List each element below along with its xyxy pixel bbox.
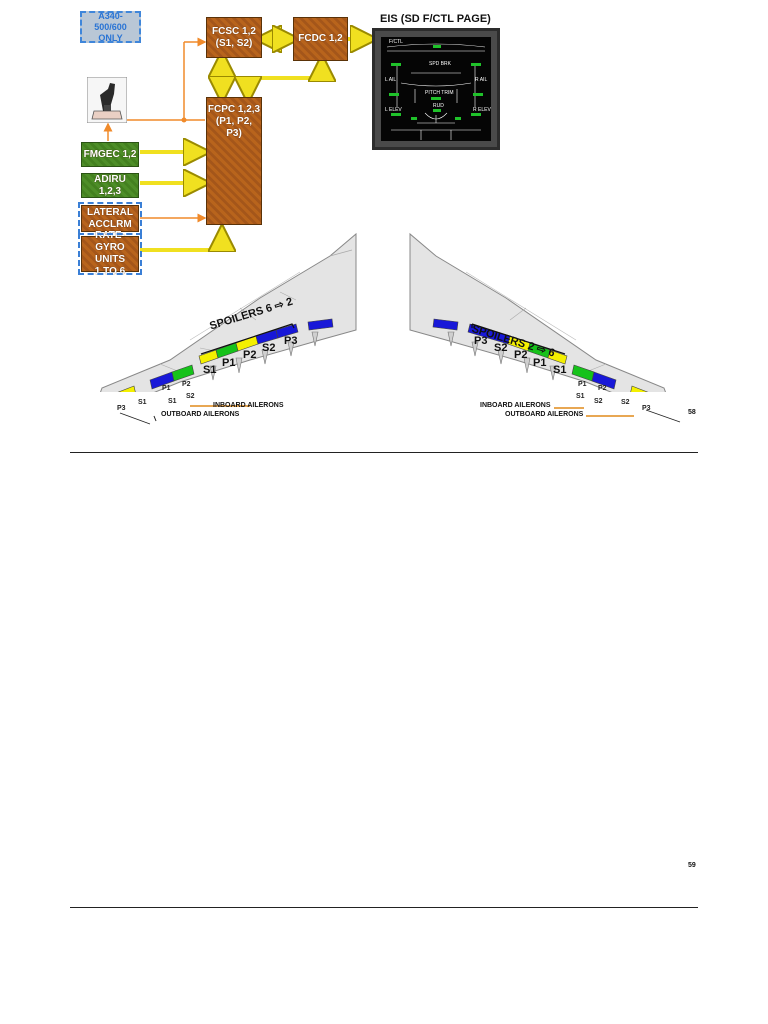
adiru-label: ADIRU 1,2,3 (94, 173, 126, 197)
sidestick-icon (87, 77, 127, 123)
right-inb-p1: P1 (578, 381, 587, 388)
left-ailerons (117, 364, 195, 392)
eis-rud: RUD (433, 103, 444, 109)
fmgec-label: FMGEC 1,2 (83, 148, 137, 160)
fmgec-computer: FMGEC 1,2 (81, 142, 139, 167)
page-divider-top (70, 452, 698, 453)
note-line1: A340-500/600 (94, 10, 127, 32)
eis-ail-right: R AIL (475, 77, 488, 83)
left-spoiler-p3-label: P3 (284, 335, 298, 347)
right-spoiler-p2-label: P2 (514, 349, 528, 361)
eis-elev-left: L ELEV (385, 107, 402, 113)
eis-screen: F/CTL SPD BRK PITCH TRIM RUD L AIL R AIL… (381, 37, 491, 141)
page-divider-bottom (70, 907, 698, 908)
left-outb-p3: P3 (117, 405, 126, 412)
left-aileron-leaders (119, 405, 250, 425)
left-outb-aileron-b (117, 385, 136, 392)
rate-gyro-units: RATE-GYRO UNITS 1 TO 6 (78, 230, 142, 277)
data-arrows (140, 39, 370, 252)
eis-spd-brk: SPD BRK (429, 61, 451, 67)
connector-lines (103, 0, 768, 252)
left-inboard-ailerons-label: INBOARD AILERONS (213, 402, 284, 409)
left-spoiler-p3 (275, 323, 299, 339)
rategyro-line3: 1 TO 6 (94, 266, 126, 277)
left-wing (100, 232, 357, 392)
right-inb-s2: S2 (594, 398, 603, 405)
adiru-computer: ADIRU 1,2,3 (81, 173, 139, 198)
left-outb-s1: S1 (138, 399, 147, 406)
left-inb-p2: P2 (182, 381, 191, 388)
right-outb-s2: S2 (621, 399, 630, 406)
left-inb-p1: P1 (162, 385, 171, 392)
fcdc-label: FCDC 1,2 (298, 33, 343, 44)
right-spoilers (432, 318, 568, 365)
lateral-label: LATERAL (87, 206, 133, 218)
eis-title: EIS (SD F/CTL PAGE) (380, 13, 491, 25)
eis-pitch-trim: PITCH TRIM (425, 90, 454, 96)
fcpc-label: FCPC 1,2,3 (207, 104, 261, 115)
left-spoiler-p2-label: P2 (243, 349, 257, 361)
right-ailerons (571, 364, 649, 392)
page-number-59: 59 (688, 862, 696, 869)
fcsc-sublabel: (S1, S2) (215, 37, 253, 49)
fcsc-label: FCSC 1,2 (212, 25, 256, 37)
right-aileron-leaders (554, 407, 681, 423)
eis-header: F/CTL (389, 39, 403, 45)
lateral-sublabel: ACCLRM (88, 218, 132, 230)
rategyro-line2: UNITS (95, 254, 125, 265)
fcsc-computer: FCSC 1,2 (S1, S2) (206, 17, 262, 58)
fcpc-computer: FCPC 1,2,3 (P1, P2, P3) (206, 97, 262, 225)
left-spoiler-outer (307, 318, 334, 331)
right-inb-p2: P2 (598, 385, 607, 392)
right-spoiler-p1-label: P1 (533, 357, 547, 369)
right-inb-aileron-b (591, 371, 617, 390)
right-inb-s1: S1 (576, 393, 585, 400)
left-spoiler-s1-label: S1 (203, 364, 217, 376)
right-inboard-ailerons-label: INBOARD AILERONS (480, 402, 551, 409)
left-spoiler-p1-label: P1 (222, 357, 236, 369)
right-outb-aileron-a (630, 385, 649, 392)
left-inb-s2: S2 (186, 393, 195, 400)
right-spoiler-outer (432, 318, 459, 331)
right-wing (409, 232, 666, 392)
aircraft-variant-note: A340-500/600 ONLY (80, 11, 141, 43)
right-spoiler-s1-label: S1 (553, 364, 567, 376)
right-spoiler-p3-label: P3 (474, 335, 488, 347)
right-spoiler-s2-label: S2 (494, 342, 508, 354)
right-spoiler-s1 (547, 349, 568, 365)
page-number-58: 58 (688, 409, 696, 416)
fcdc-computer: FCDC 1,2 (293, 17, 348, 61)
left-outboard-ailerons-label: OUTBOARD AILERONS (161, 411, 240, 418)
right-outboard-ailerons-label: OUTBOARD AILERONS (505, 411, 584, 418)
right-wing-planform (409, 232, 666, 392)
left-wing-planform (100, 232, 357, 392)
eis-display: F/CTL SPD BRK PITCH TRIM RUD L AIL R AIL… (372, 28, 500, 150)
lateral-accelerometer: LATERAL ACCLRM (78, 202, 142, 235)
rategyro-label: RATE-GYRO (95, 230, 125, 253)
right-outb-p3: P3 (642, 405, 651, 412)
fcpc-sublabel: (P1, P2, P3) (215, 116, 253, 139)
eis-elev-right: R ELEV (473, 107, 491, 113)
left-spoiler-s2-label: S2 (262, 342, 276, 354)
eis-ail-left: L AIL (385, 77, 397, 83)
left-inb-s1: S1 (168, 398, 177, 405)
note-line2: ONLY (98, 32, 123, 43)
left-inb-aileron-b (171, 364, 195, 382)
